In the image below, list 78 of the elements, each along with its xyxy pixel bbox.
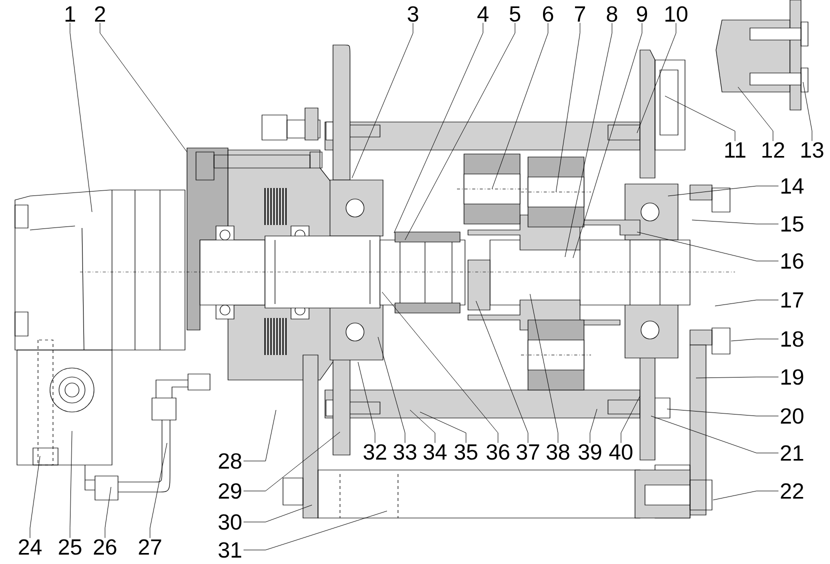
leader-line — [620, 396, 640, 444]
callout-number: 3 — [408, 6, 418, 22]
leader-line — [30, 456, 40, 538]
callout-number: 4 — [477, 6, 488, 22]
leader-line — [564, 22, 612, 258]
callout-number: 13 — [801, 142, 824, 158]
callout-number: 15 — [781, 216, 804, 232]
leader-line — [650, 416, 779, 454]
leader-line — [802, 82, 812, 142]
callout-number: 17 — [781, 292, 804, 308]
callout-number: 18 — [781, 331, 804, 347]
leader-line — [420, 412, 466, 444]
callout-number: 35 — [454, 444, 478, 460]
leader-line — [104, 486, 112, 538]
callout-number: 24 — [18, 539, 42, 555]
callout-number: 14 — [781, 178, 804, 194]
callout-number: 40 — [609, 444, 632, 460]
callout-number: 10 — [665, 6, 688, 22]
leader-line — [636, 232, 779, 262]
callout-number: 39 — [578, 444, 602, 460]
leader-line — [352, 22, 414, 178]
leader-line — [492, 22, 548, 190]
leader-line — [70, 430, 72, 538]
callout-number: 6 — [543, 6, 554, 22]
leader-line — [378, 336, 406, 444]
leader-line — [714, 300, 779, 306]
leader-line — [530, 294, 558, 444]
leader-line — [730, 338, 779, 342]
callout-number: 16 — [781, 253, 804, 269]
callout-number: 1 — [66, 6, 76, 22]
callout-number: 12 — [762, 142, 784, 158]
callout-number: 22 — [780, 483, 804, 499]
leader-line — [243, 510, 388, 550]
leader-line — [476, 300, 528, 444]
leader-line — [243, 432, 340, 492]
leader-line — [666, 408, 779, 416]
callout-number: 26 — [94, 539, 116, 555]
callout-number: 21 — [780, 445, 804, 461]
leader-line — [556, 22, 580, 192]
leader-line — [738, 86, 774, 142]
callout-number: 28 — [218, 453, 242, 469]
leader-line — [382, 292, 498, 444]
leader-line — [696, 376, 779, 378]
callout-number: 7 — [575, 6, 586, 22]
callout-number: 36 — [486, 444, 510, 460]
callout-number: 34 — [424, 444, 447, 460]
leader-line — [394, 22, 484, 234]
callout-number: 38 — [546, 444, 570, 460]
leader-line — [590, 408, 598, 444]
callout-number: 8 — [606, 6, 618, 22]
leader-line — [712, 490, 779, 500]
leader-line — [664, 96, 736, 142]
callout-number: 5 — [510, 6, 520, 22]
callout-number: 33 — [394, 444, 416, 460]
callout-number: 29 — [218, 483, 242, 499]
leader-line — [70, 22, 92, 212]
leader-line — [243, 410, 276, 462]
leader-line — [636, 22, 676, 134]
callout-number: 20 — [780, 408, 804, 424]
callout-number: 27 — [138, 539, 162, 555]
leader-line — [358, 362, 376, 444]
callout-number: 19 — [781, 369, 804, 385]
leader-line — [692, 220, 779, 224]
leader-line — [243, 504, 312, 522]
leader-line — [572, 22, 642, 258]
callout-number: 25 — [58, 539, 82, 555]
leader-line — [150, 442, 168, 538]
callout-number: 9 — [636, 6, 648, 22]
callout-number: 2 — [95, 6, 106, 22]
leader-line — [404, 22, 516, 240]
leader-line — [100, 22, 188, 152]
leader-line — [668, 186, 779, 196]
leader-line — [410, 410, 436, 444]
callout-number: 32 — [364, 444, 386, 460]
callout-number: 30 — [218, 514, 242, 530]
callout-number: 37 — [516, 444, 540, 460]
callout-number: 11 — [725, 142, 746, 158]
callout-number: 31 — [218, 542, 242, 558]
